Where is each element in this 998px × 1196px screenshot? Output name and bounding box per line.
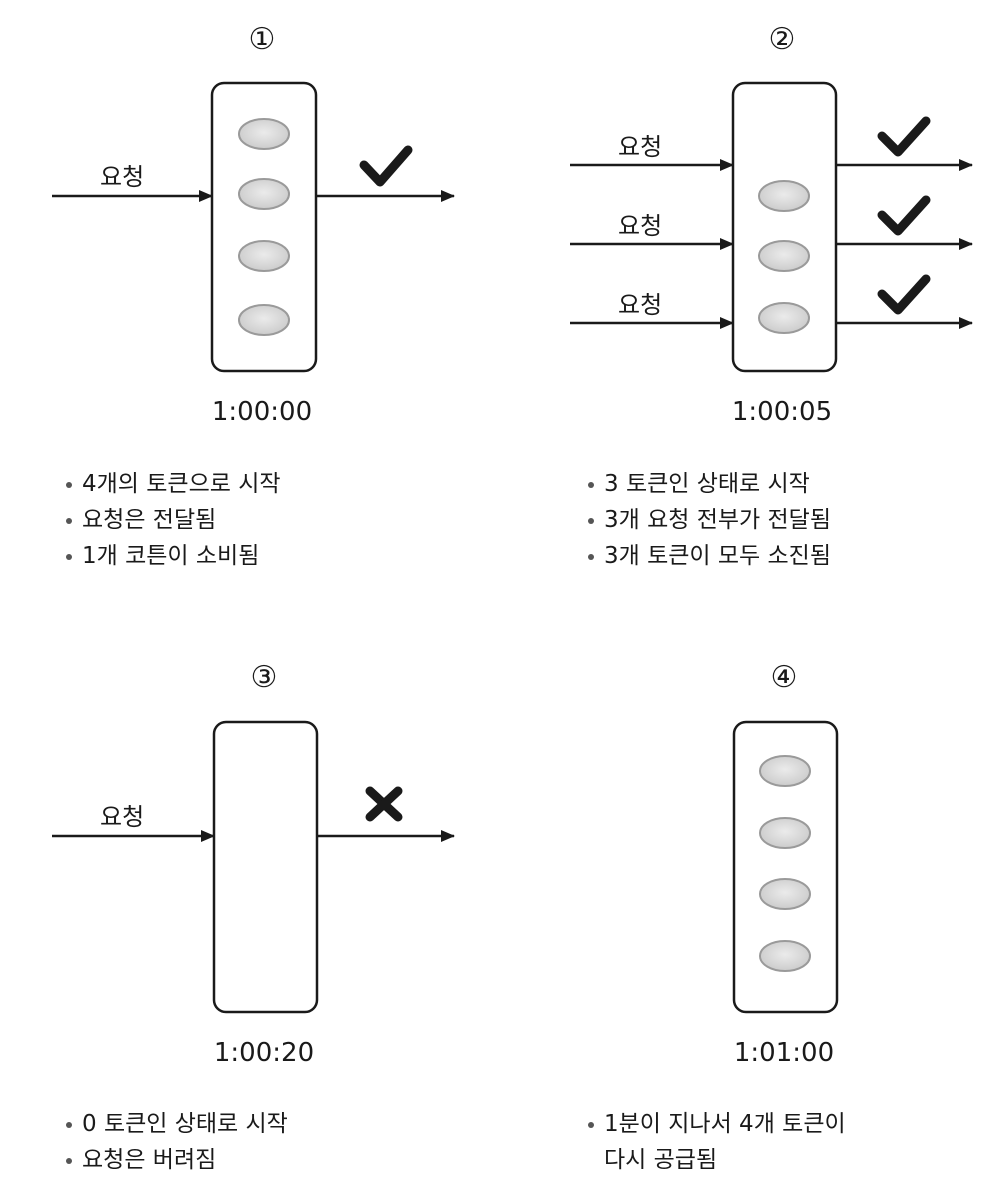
panel-2 (570, 81, 973, 373)
checkmark-icon (877, 195, 931, 236)
token-icon (759, 755, 811, 787)
request-label: 요청 (618, 133, 663, 161)
note-item: 1개 코튼이 소비됨 (64, 538, 281, 574)
note-item: 요청은 전달됨 (64, 502, 281, 538)
panel-1-notes: 4개의 토큰으로 시작 요청은 전달됨 1개 코튼이 소비됨 (64, 466, 281, 574)
panel-number-3: ③ (250, 660, 278, 695)
panel-1 (52, 81, 455, 373)
request-label: 요청 (618, 212, 663, 240)
panel-4 (732, 720, 839, 1014)
request-label: 요청 (618, 291, 663, 319)
bucket-1 (210, 81, 318, 373)
checkmark-icon (877, 116, 931, 157)
time-label: 1:00:00 (211, 397, 313, 427)
bucket-4 (732, 720, 839, 1014)
token-icon (759, 940, 811, 972)
panel-number-1: ① (248, 22, 276, 57)
time-label: 1:00:20 (213, 1038, 315, 1068)
request-label: 요청 (100, 803, 145, 831)
panel-number-2: ② (768, 22, 796, 57)
token-icon (238, 240, 290, 272)
token-icon (238, 118, 290, 150)
panel-2-notes: 3 토큰인 상태로 시작 3개 요청 전부가 전달됨 3개 토큰이 모두 소진됨 (586, 466, 831, 574)
token-icon (759, 878, 811, 910)
note-item: 3개 요청 전부가 전달됨 (586, 502, 831, 538)
token-icon (758, 240, 810, 272)
panel-number-4: ④ (770, 660, 798, 695)
checkmark-icon (877, 274, 931, 315)
note-item: 요청은 버려짐 (64, 1142, 288, 1178)
time-label: 1:01:00 (733, 1038, 835, 1068)
time-label: 1:00:05 (731, 397, 833, 427)
note-item: 0 토큰인 상태로 시작 (64, 1106, 288, 1142)
note-item: 1분이 지나서 4개 토큰이 (586, 1106, 846, 1142)
cross-icon (365, 786, 403, 822)
bucket-2 (731, 81, 838, 373)
note-item: 다시 공급됨 (604, 1147, 718, 1173)
checkmark-icon (359, 145, 413, 187)
token-icon (238, 304, 290, 336)
token-icon (238, 178, 290, 210)
token-icon (758, 180, 810, 212)
note-item: 4개의 토큰으로 시작 (64, 466, 281, 502)
bucket-3 (212, 720, 319, 1014)
panel-3 (52, 720, 455, 1014)
panel-3-notes: 0 토큰인 상태로 시작 요청은 버려짐 (64, 1106, 288, 1178)
token-icon (758, 302, 810, 334)
note-item: 3개 토큰이 모두 소진됨 (586, 538, 831, 574)
note-item: 3 토큰인 상태로 시작 (586, 466, 831, 502)
panel-4-notes: 1분이 지나서 4개 토큰이 다시 공급됨 (586, 1106, 846, 1178)
token-icon (759, 817, 811, 849)
request-label: 요청 (100, 163, 145, 191)
